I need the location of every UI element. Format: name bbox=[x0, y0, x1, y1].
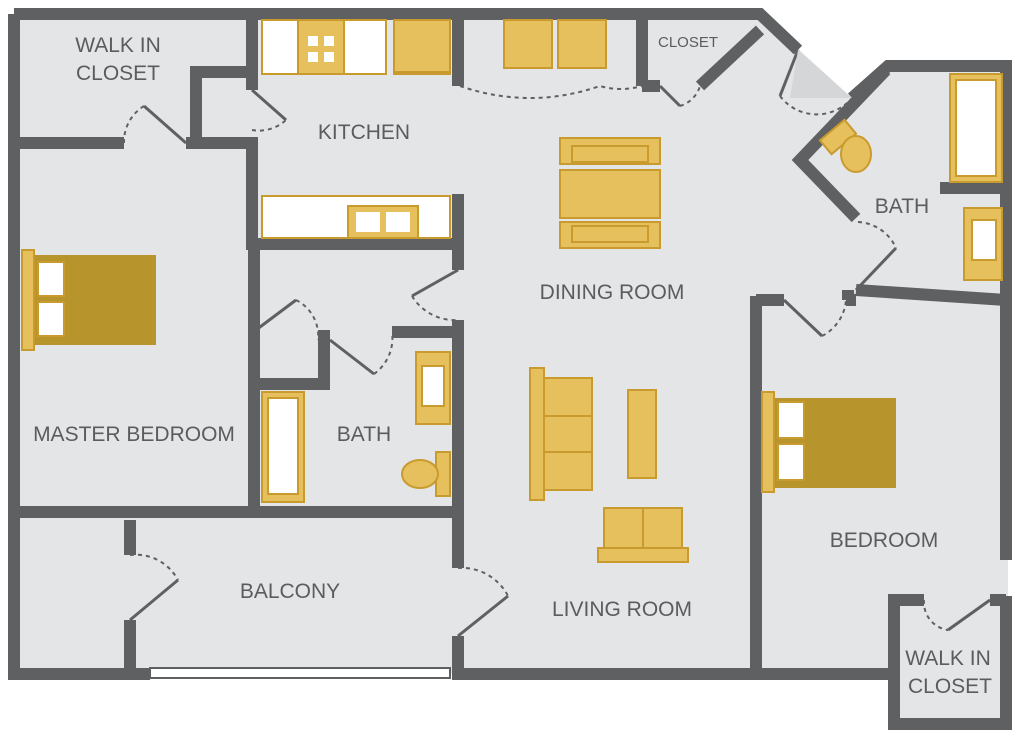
label-walk-in-closet-left-2: CLOSET bbox=[76, 62, 160, 85]
label-walk-in-closet-right-2: CLOSET bbox=[908, 675, 992, 698]
room-labels: WALK IN CLOSET KITCHEN CLOSET DINING ROO… bbox=[33, 34, 992, 698]
living-furniture bbox=[529, 367, 689, 563]
label-walk-in-closet-left-1: WALK IN bbox=[75, 34, 161, 57]
label-kitchen: KITCHEN bbox=[318, 121, 410, 144]
door-swings bbox=[122, 49, 991, 638]
label-bedroom: BEDROOM bbox=[830, 529, 939, 552]
bedroom-bed bbox=[761, 391, 896, 493]
right-bath-fixtures bbox=[818, 73, 1003, 281]
label-master-bedroom: MASTER BEDROOM bbox=[33, 423, 235, 446]
center-bath-fixtures bbox=[261, 351, 451, 503]
kitchen-fixtures bbox=[261, 19, 607, 239]
floor-area bbox=[14, 14, 1008, 724]
dining-table bbox=[559, 137, 661, 249]
master-bed bbox=[21, 249, 156, 351]
label-balcony: BALCONY bbox=[240, 580, 340, 603]
label-walk-in-closet-right-1: WALK IN bbox=[905, 647, 991, 670]
label-closet: CLOSET bbox=[658, 34, 718, 51]
label-dining-room: DINING ROOM bbox=[540, 281, 685, 304]
balcony-sliding-door bbox=[149, 667, 451, 679]
label-bath-center: BATH bbox=[337, 423, 391, 446]
label-bath-right: BATH bbox=[875, 195, 929, 218]
label-living-room: LIVING ROOM bbox=[552, 598, 692, 621]
walls bbox=[8, 8, 1012, 730]
